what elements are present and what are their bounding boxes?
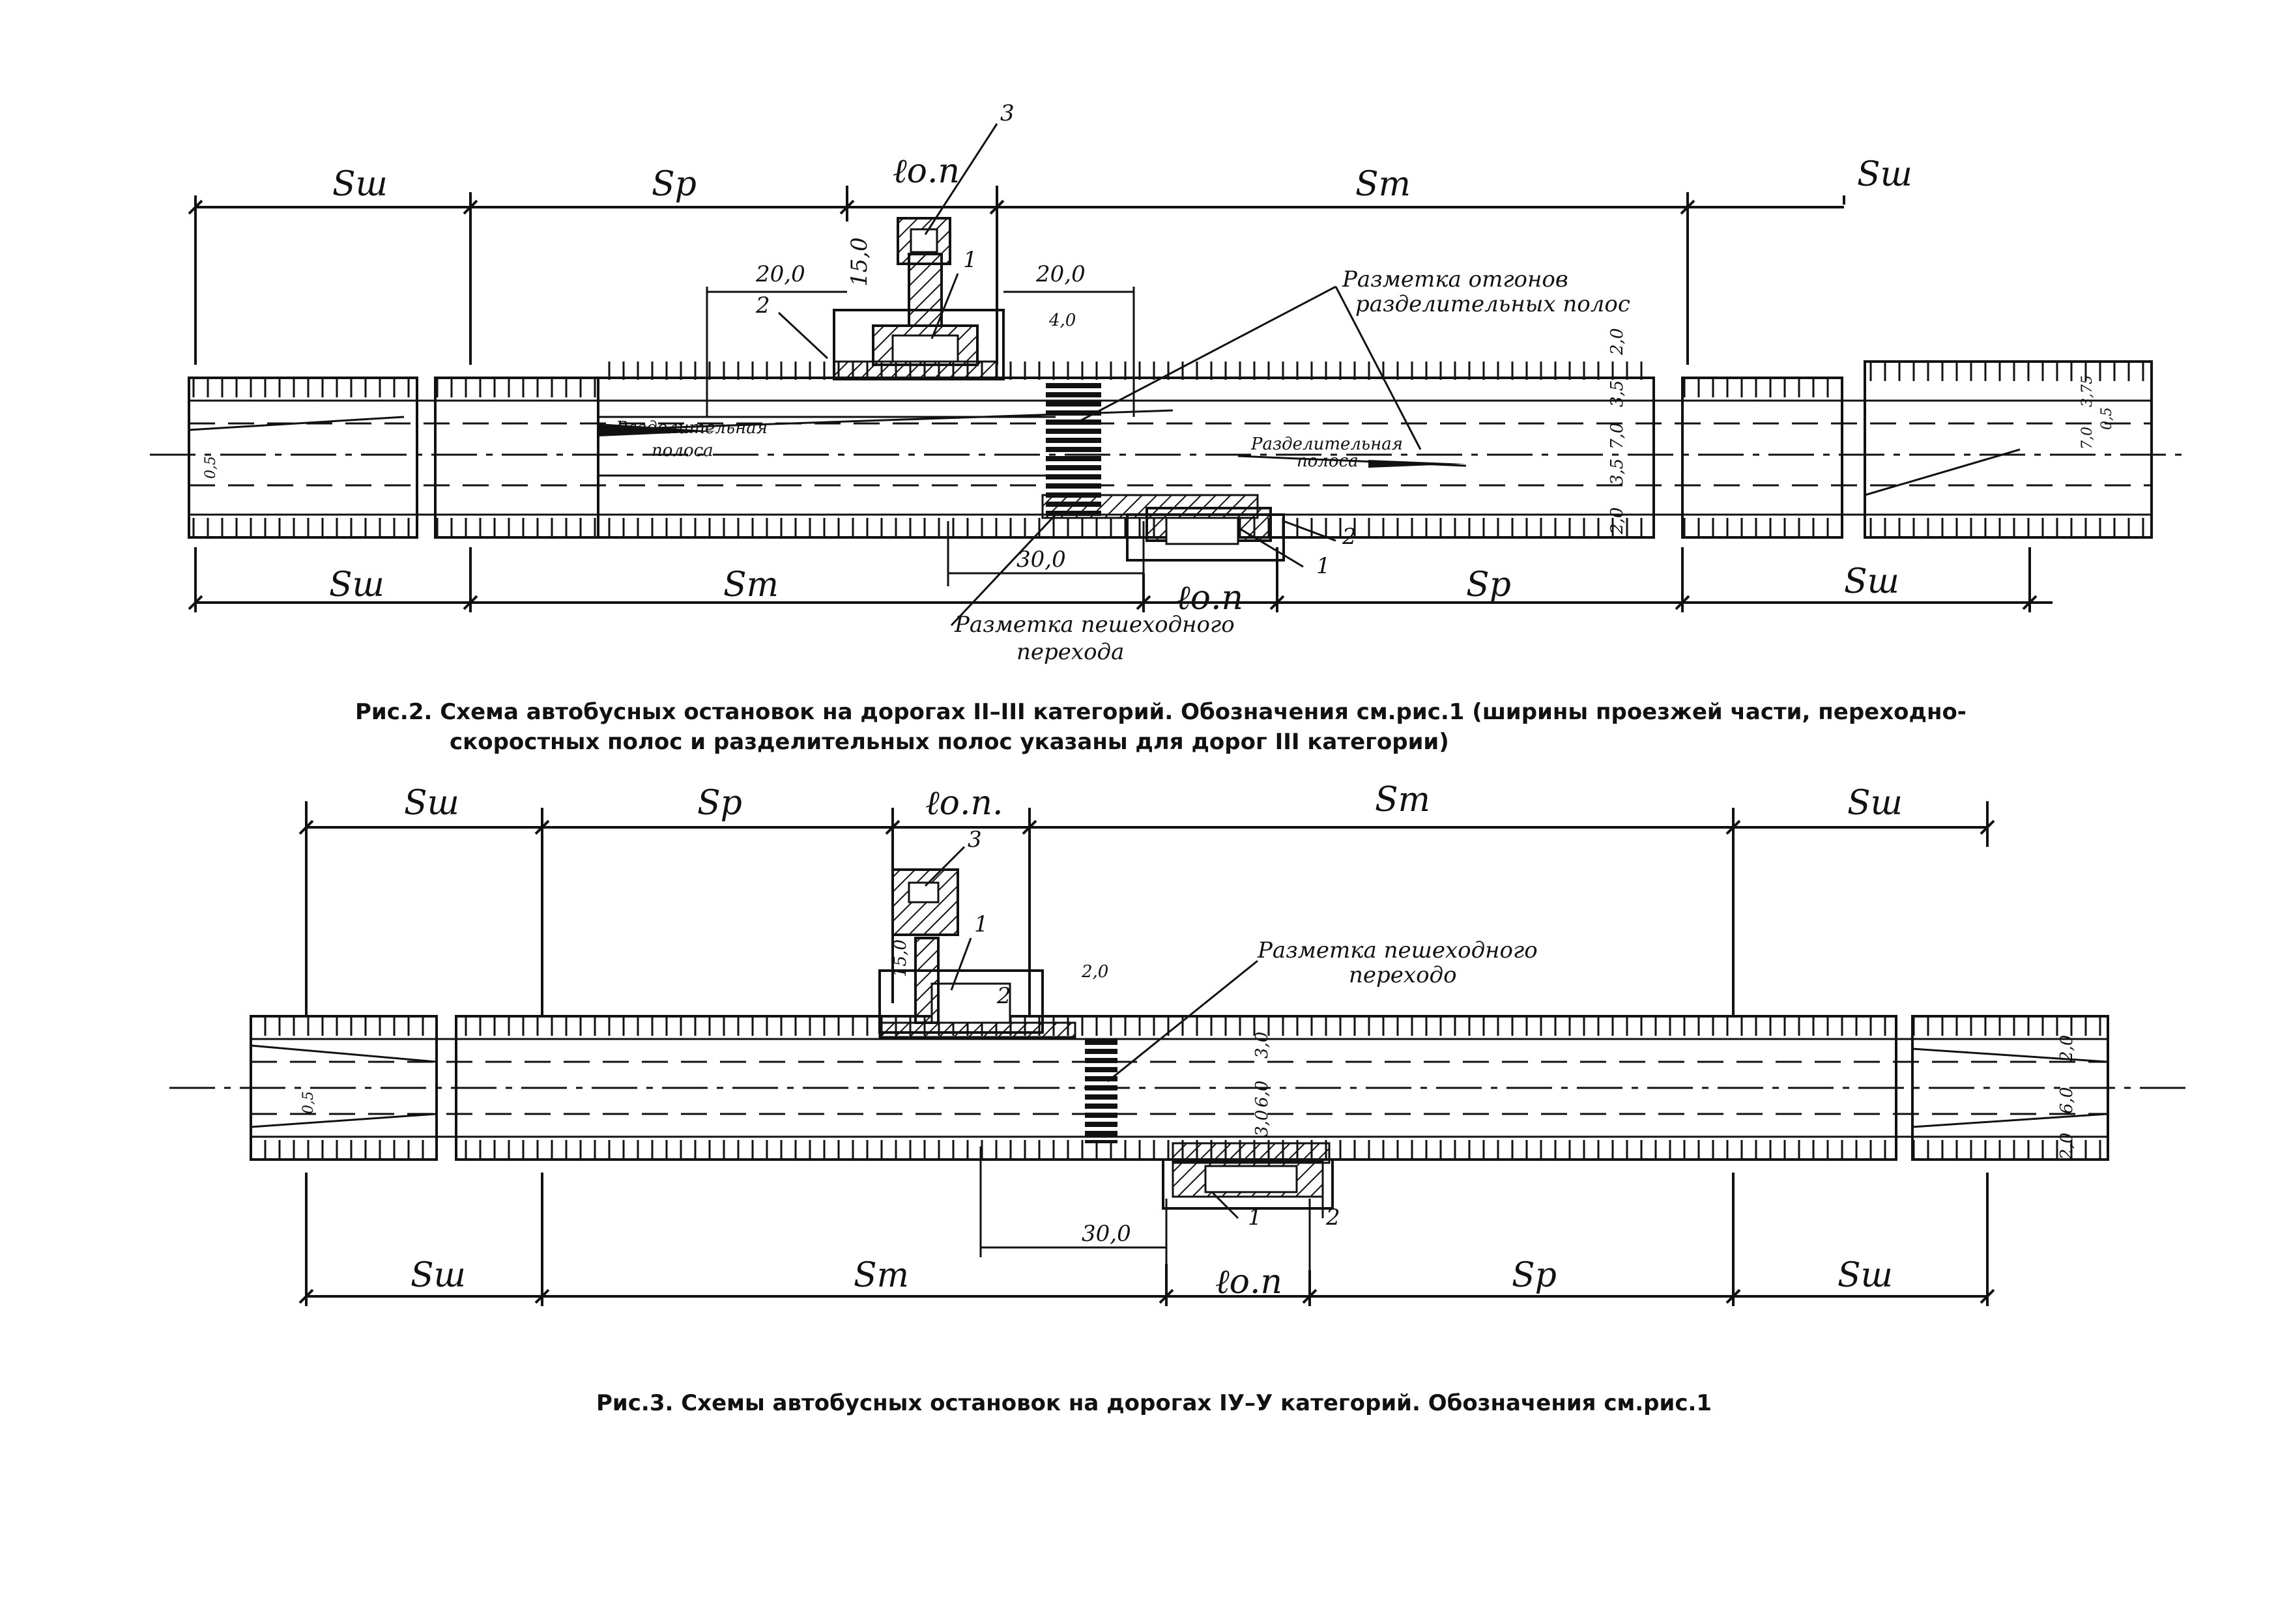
fig3-top-l-op: ℓо.п. — [925, 784, 1003, 823]
fig3-road — [169, 1015, 2189, 1161]
fig2-callout-2b: 2 — [1342, 524, 1357, 550]
fig2-dim-20a: 20,0 — [755, 261, 805, 287]
fig2-road — [150, 360, 2183, 539]
figure-3: Sш Sр ℓо.п. Sт Sш — [169, 780, 2189, 1416]
fig2-top-s-t: Sт — [1355, 165, 1411, 204]
fig3-bus-stop-bottom — [1162, 1142, 1334, 1210]
fig2-crossing-1: Разметка пешеходного — [954, 612, 1235, 638]
fig2-bottom-s-sh: Sш — [329, 565, 384, 605]
fig3-lane-dim-b: 6,0 — [1252, 1081, 1272, 1107]
fig2-bottom-dimension-line — [188, 547, 2053, 612]
fig3-small-dims — [979, 1147, 1311, 1270]
fig3-callout-2b: 2 — [1325, 1204, 1340, 1231]
fig3-top-s-sh: Sш — [404, 784, 459, 823]
fig2-lane-dim-c: 7,0 — [1607, 423, 1627, 449]
fig2-bus-stop-top — [833, 217, 1005, 380]
fig3-dim-15: 15,0 — [891, 939, 910, 977]
fig2-dim-20b: 20,0 — [1035, 261, 1086, 287]
fig2-bottom-s-t: Sт — [723, 565, 779, 605]
fig3-bottom-dimension-line — [298, 1173, 1995, 1306]
fig2-callout-2: 2 — [755, 292, 770, 319]
fig3-bottom-l-op: ℓо.п — [1215, 1262, 1282, 1302]
fig3-callout-2: 2 — [996, 983, 1011, 1009]
fig2-callout-1b: 1 — [1316, 553, 1331, 579]
fig2-lane-dim-e: 7,0 — [2079, 427, 2096, 449]
fig3-top-s-sh2: Sш — [1847, 784, 1903, 823]
fig3-bottom-s-p: Sр — [1512, 1256, 1557, 1295]
fig2-caption-line-1: Рис.2. Схема автобусных остановок на дор… — [355, 699, 1967, 725]
fig2-dim-30: 30,0 — [1016, 547, 1066, 573]
fig2-top-s-sh2: Sш — [1857, 155, 1912, 194]
fig2-bottom-s-sh2: Sш — [1844, 562, 1899, 601]
fig2-divider-right-1: Разделительная — [1250, 434, 1403, 454]
fig3-callout-leaders — [924, 846, 1324, 1219]
fig3-crosswalk — [1085, 1036, 1117, 1143]
fig3-dim-30: 30,0 — [1082, 1221, 1131, 1247]
fig3-callout-3: 3 — [968, 827, 982, 853]
fig2-divider-left-2: полоса — [652, 441, 713, 461]
fig2-callout-leaders — [777, 123, 1422, 627]
fig3-crossing-1: Разметка пешеходного — [1257, 937, 1538, 963]
fig2-divider-right-2: полоса — [1297, 451, 1359, 471]
fig3-dim-2: 2,0 — [1081, 962, 1108, 982]
fig2-top-dimension-line — [188, 186, 1845, 365]
fig2-lane-dims-right: 2,0 3,5 7,0 3,5 2,0 3,75 7,0 0,5 0,5 — [203, 328, 2115, 535]
fig3-callout-1: 1 — [974, 911, 988, 937]
fig2-dim-15: 15,0 — [846, 237, 872, 287]
fig3-top-s-t: Sт — [1375, 780, 1430, 819]
fig2-top-s-sh: Sш — [332, 165, 388, 204]
fig3-top-dimension-line — [298, 801, 1995, 1016]
fig3-lane-dim-g: 0,5 — [300, 1091, 317, 1114]
fig2-lane-dim-b: 3,5 — [1607, 380, 1627, 407]
fig2-bottom-l-op: ℓо.п — [1176, 578, 1243, 618]
fig3-lane-dim-f: 2,0 — [2057, 1133, 2077, 1160]
fig2-lane-dim-f: 3,5 — [1607, 459, 1627, 485]
fig2-lane-dim-a: 2,0 — [1607, 328, 1627, 356]
fig2-top-l-op: ℓо.п — [893, 152, 960, 191]
fig3-lane-dim-c: 3,0 — [1252, 1110, 1272, 1137]
fig3-bottom-s-t: Sт — [854, 1256, 909, 1295]
fig2-callout-3: 3 — [1000, 100, 1015, 126]
fig3-lane-dim-d: 2,0 — [2057, 1035, 2077, 1062]
fig2-dim-4: 4,0 — [1048, 311, 1076, 330]
fig2-markup-ramps-1: Разметка отгонов — [1342, 266, 1568, 292]
fig3-top-s-p: Sр — [697, 784, 742, 823]
fig2-bus-stop-bottom — [1041, 494, 1285, 562]
fig2-bottom-s-p: Sр — [1466, 565, 1511, 605]
fig2-lane-dim-h: 3,75 — [2079, 375, 2096, 407]
fig2-divider-left-1: Разделительная — [615, 418, 768, 438]
fig3-crossing-2: переходо — [1349, 962, 1457, 988]
figure-2: Sш Sр ℓо.п Sт Sш — [150, 100, 2183, 755]
fig2-lane-dim-i: 0,5 — [2099, 407, 2115, 430]
fig3-lane-dim-e: 6,0 — [2057, 1087, 2077, 1114]
fig2-crossing-2: перехода — [1016, 639, 1124, 665]
fig2-caption-line-2: скоростных полос и разделительных полос … — [450, 729, 1449, 755]
fig3-bus-stop-top — [878, 868, 1076, 1038]
fig2-markup-ramps-2: разделительных полос — [1355, 291, 1630, 317]
fig2-lane-dim-d: 0,5 — [203, 456, 219, 479]
fig3-lane-dim-a: 3,0 — [1252, 1032, 1272, 1059]
fig3-caption: Рис.3. Схемы автобусных остановок на дор… — [596, 1390, 1712, 1416]
fig2-top-s-p: Sр — [652, 165, 697, 204]
fig3-bottom-s-sh2: Sш — [1837, 1256, 1893, 1295]
fig3-bottom-s-sh: Sш — [411, 1256, 466, 1295]
fig3-lane-dims: 3,0 6,0 3,0 2,0 6,0 2,0 0,5 — [300, 1032, 2077, 1160]
fig2-callout-1: 1 — [963, 247, 977, 273]
fig2-lane-dim-g: 2,0 — [1607, 507, 1627, 535]
fig3-callout-1b: 1 — [1248, 1204, 1262, 1231]
